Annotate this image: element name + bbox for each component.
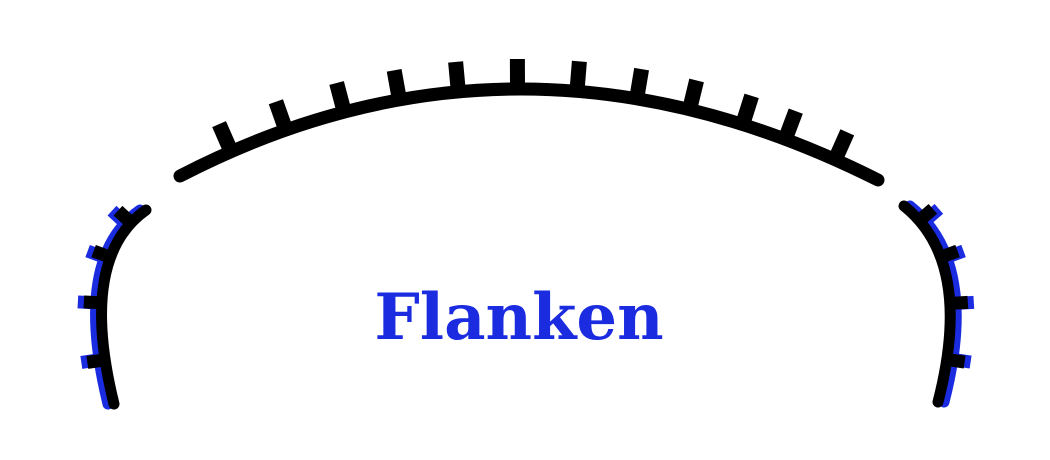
left-flank-tooth	[91, 244, 111, 263]
left-flank-tooth	[86, 353, 105, 369]
right-flank	[898, 200, 969, 408]
top-arc-tooth	[386, 68, 407, 98]
top-arc-tooth	[329, 81, 351, 111]
left-flank-tooth	[113, 205, 135, 227]
right-flank-tooth	[951, 295, 969, 310]
flanken-label: Flanken	[374, 280, 663, 355]
right-flank-tooth	[947, 353, 966, 369]
top-arc-tooth	[829, 129, 855, 160]
top-arc-line	[173, 82, 885, 187]
top-arc-tooth	[212, 121, 237, 151]
left-flank-line	[96, 204, 152, 410]
right-flank-tooth	[940, 244, 960, 263]
top-arc-tooth	[779, 108, 803, 139]
top-arc-tooth	[268, 99, 292, 129]
left-flank-tooth	[83, 295, 101, 310]
left-flank	[83, 204, 152, 410]
top-arc-tooth	[569, 60, 587, 88]
top-arc-tooth	[683, 78, 704, 108]
top-arc-tooth	[736, 93, 759, 123]
right-flank-line	[898, 200, 956, 408]
top-arc-tooth	[629, 67, 649, 97]
top-arc-tooth	[448, 61, 466, 89]
right-flank-tooth	[916, 203, 938, 225]
top-arc	[173, 58, 885, 187]
